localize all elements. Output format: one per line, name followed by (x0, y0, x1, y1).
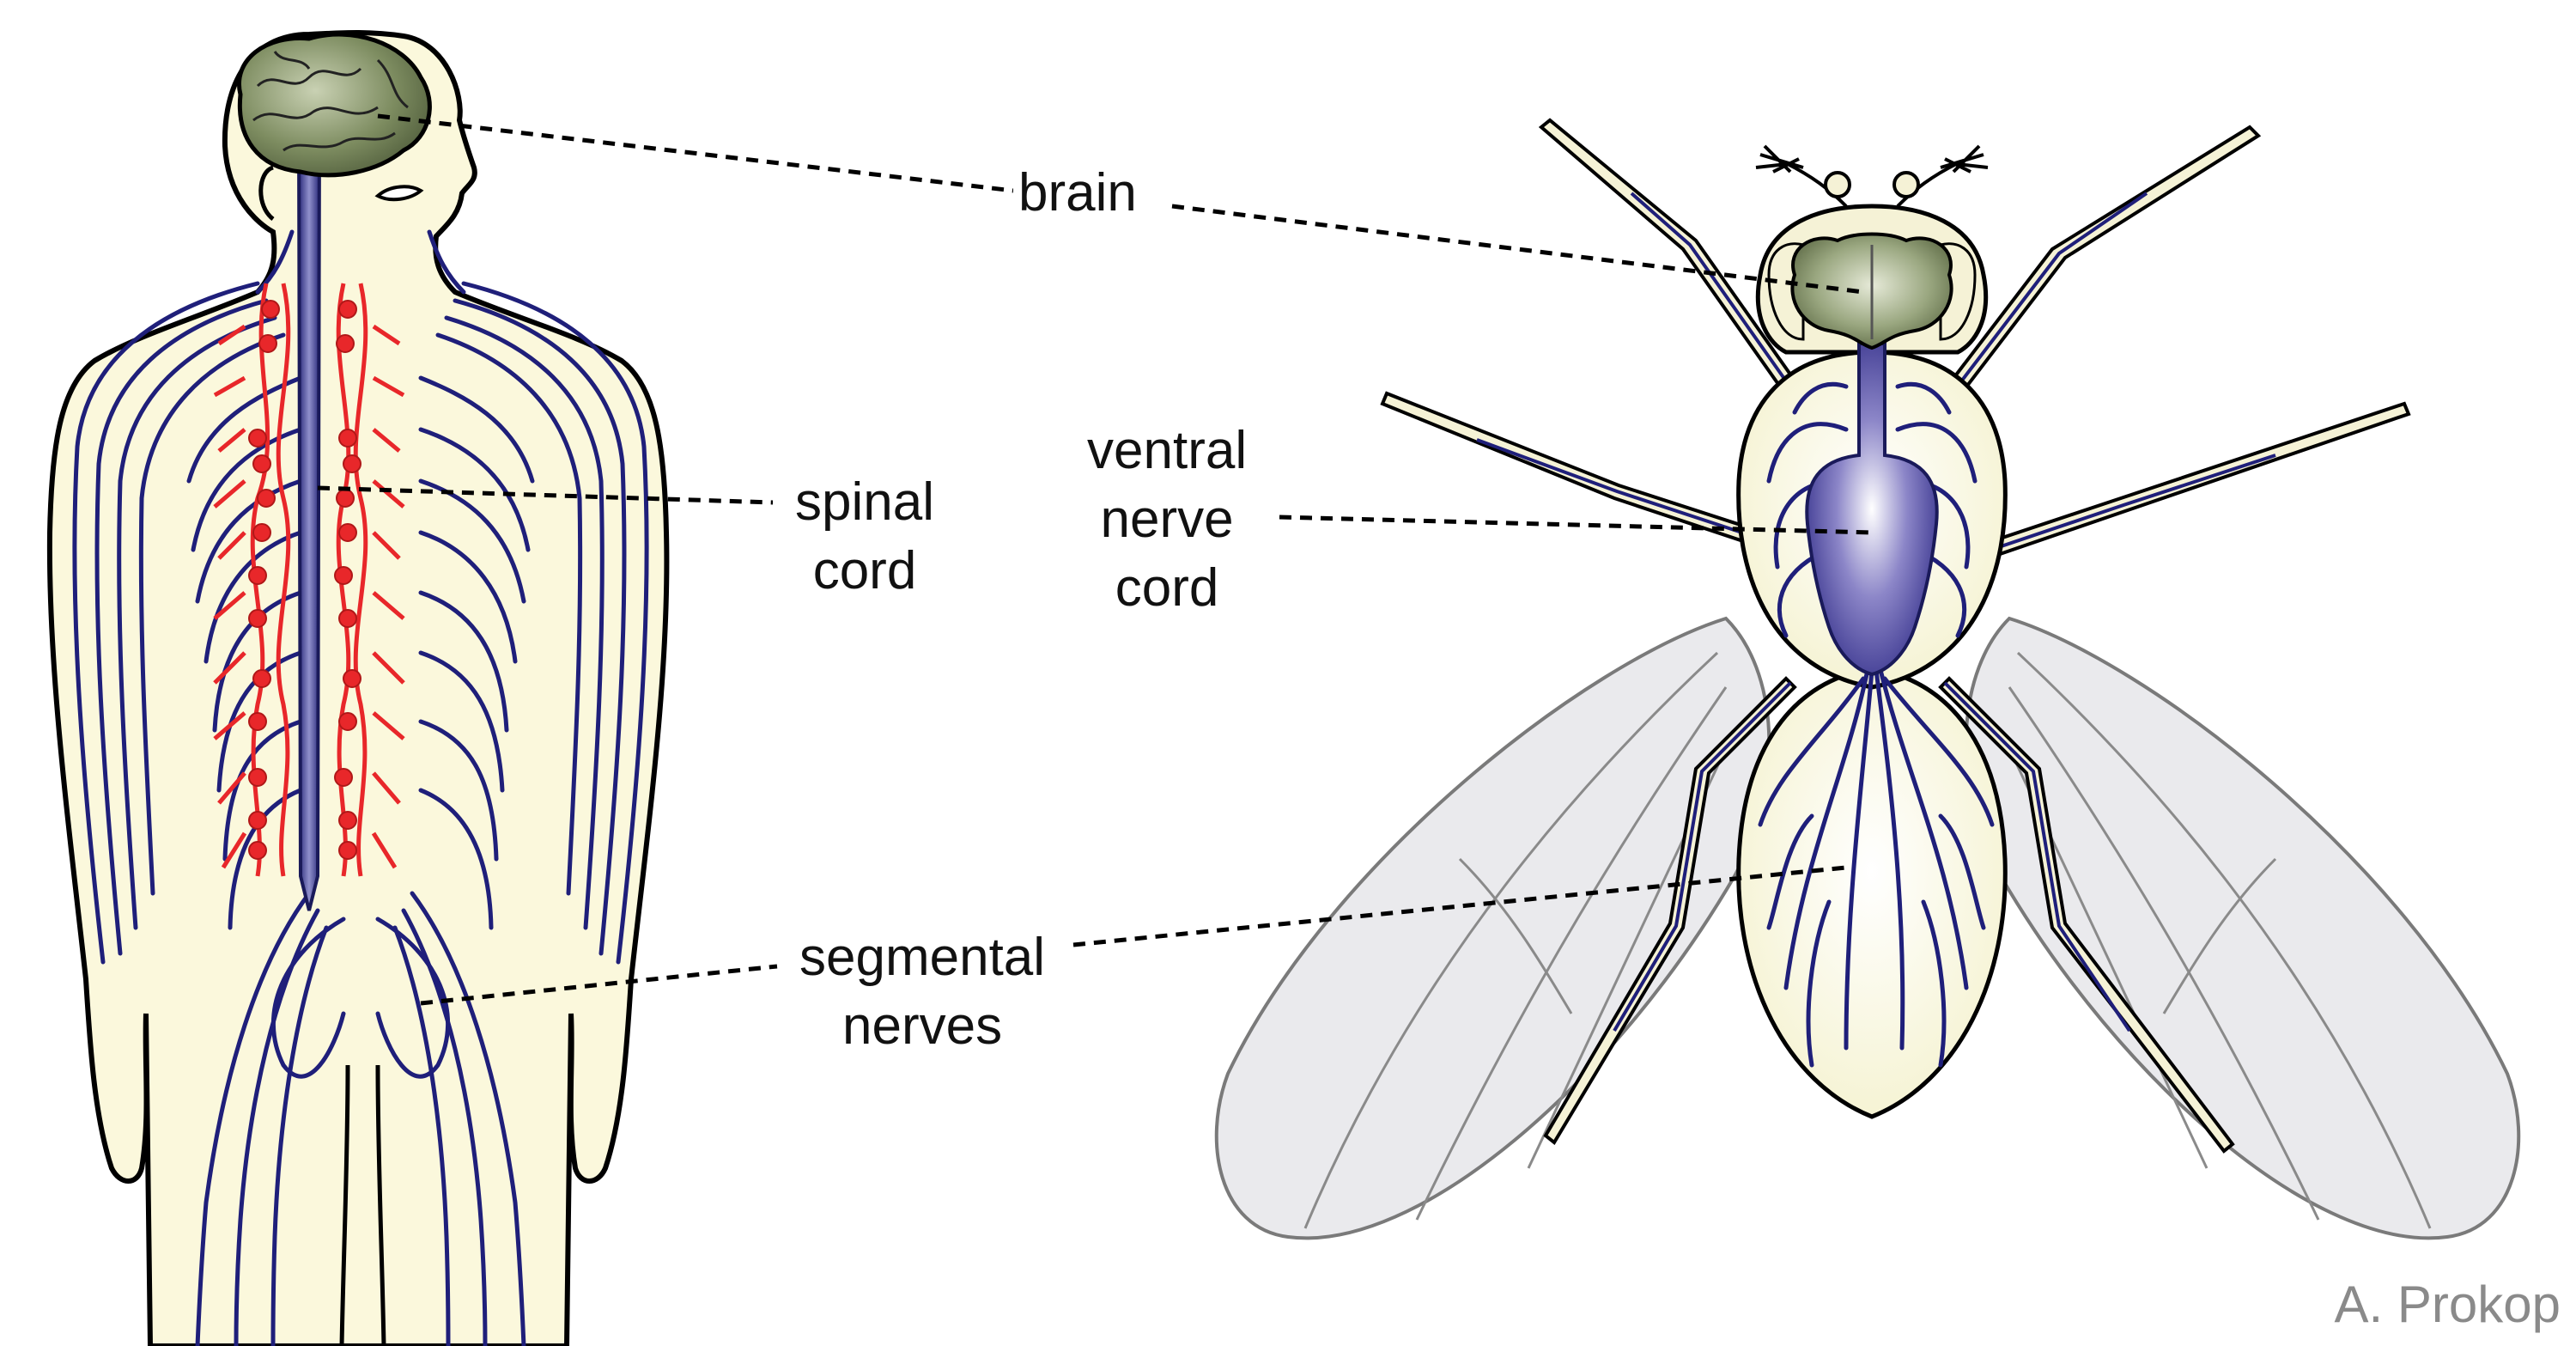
label-segmental-line2: nerves (841, 996, 1003, 1056)
human-spinal-cord (296, 127, 322, 911)
fly-left-wing (1214, 616, 1771, 1240)
label-spinal-line1: spinal (795, 472, 934, 532)
leader-brain-fly (1171, 204, 1864, 295)
fly-leg-nerves (1476, 192, 2276, 1032)
human-sympathetic-chain (213, 283, 405, 877)
author-credit: A. Prokop (2334, 1276, 2561, 1333)
leader-vnc (1279, 515, 1873, 535)
human-brain (237, 32, 432, 178)
human-ear (258, 165, 275, 221)
human-ganglia (248, 300, 361, 860)
label-ventral-line3: cord (1115, 558, 1219, 618)
fly-figure (1214, 118, 2521, 1240)
leader-lines (317, 113, 1873, 1006)
label-ventral-nerve-cord: ventral nerve cord (1082, 417, 1253, 623)
fly-wing-veins (1303, 651, 2432, 1229)
fly-abdomen (1736, 667, 2008, 1119)
human-figure (46, 30, 670, 1346)
human-leg-gap (339, 1064, 386, 1346)
label-segmental-nerves: segmental nerves (794, 923, 1051, 1061)
label-brain: brain (1013, 159, 1142, 228)
label-spinal-line2: cord (812, 541, 917, 600)
human-peripheral-nerves (72, 229, 649, 1346)
fly-right-wing (1964, 616, 2521, 1240)
label-brain-text: brain (1018, 163, 1137, 222)
label-spinal-cord: spinal cord (790, 468, 939, 606)
leader-segmental-fly (1072, 865, 1847, 947)
fly-body-nerves (1758, 381, 1995, 1068)
human-eye (374, 185, 424, 202)
label-ventral-line1: ventral (1087, 421, 1248, 480)
fly-ventral-nerve-cord (1805, 342, 1939, 677)
label-segmental-line1: segmental (799, 928, 1046, 987)
leader-brain-human (377, 113, 1014, 193)
fly-antennae (1755, 144, 1989, 208)
leader-spinal (317, 485, 774, 505)
label-ventral-line2: nerve (1100, 490, 1234, 549)
leader-segmental-human (420, 964, 778, 1006)
